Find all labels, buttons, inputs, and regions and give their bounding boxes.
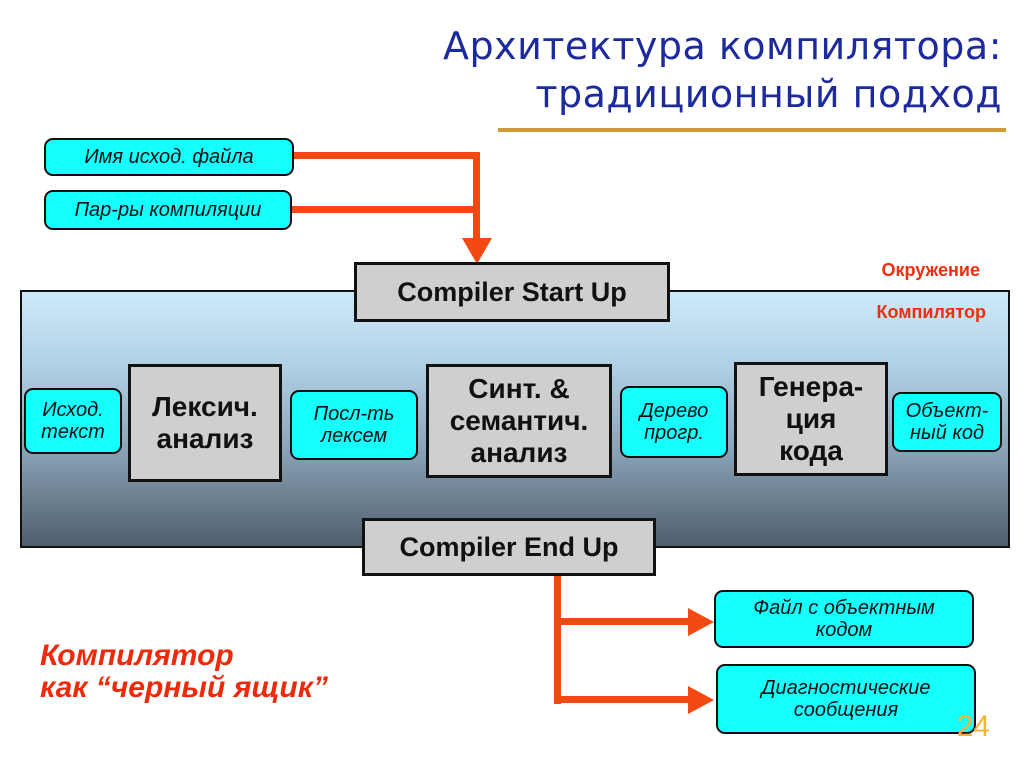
title-underline [498,128,1006,132]
compiler-end-up-text: Compiler End Up [399,531,619,562]
page-number: 24 [956,710,990,743]
codegen-line-2: ция [785,403,837,434]
tokens-line-1: Посл-ть [313,403,395,425]
syntax-line-1: Синт. & [468,373,570,404]
diagnostics-output-pill: Диагностические сообщения [716,664,976,734]
object-code-line-1: Объект- [905,400,989,422]
source-text-pill: Исход. текст [24,388,122,454]
environment-label: Окружение [881,260,980,280]
arrow-down-to-startup [473,152,480,244]
codegen-line-1: Генера- [758,371,864,402]
program-tree-pill: Дерево прогр. [620,386,728,458]
source-text-line-1: Исход. [42,399,104,421]
object-code-line-2: ный код [909,422,985,444]
slide-title: Архитектура компилятора: традиционный по… [302,22,1002,118]
diagnostics-line-1: Диагностические [761,677,931,699]
compiler-label: Компилятор [876,302,986,322]
codegen-line-3: кода [779,435,843,466]
lexical-analysis-box: Лексич. анализ [128,364,282,482]
lexical-line-1: Лексич. [152,391,258,422]
arrow-to-object-file [554,618,694,625]
title-line-2: традиционный подход [535,72,1002,116]
source-file-name-text: Имя исход. файла [84,146,254,168]
arrow-compile-params [292,206,480,213]
arrow-source-file [292,152,480,159]
title-line-1: Архитектура компилятора: [442,24,1002,68]
token-sequence-pill: Посл-ть лексем [290,390,418,460]
arrow-head-down [462,238,492,264]
source-file-name-pill: Имя исход. файла [44,138,294,176]
object-file-line-2: кодом [815,619,873,641]
arrow-head-right-diagnostics [688,686,714,714]
syntax-line-2: семантич. [449,405,589,436]
object-file-output-pill: Файл с объектным кодом [714,590,974,648]
compile-params-pill: Пар-ры компиляции [44,190,292,230]
tree-line-1: Дерево [639,400,709,422]
caption-line-1: Компилятор [40,639,234,672]
compile-params-text: Пар-ры компиляции [74,199,262,221]
source-text-line-2: текст [41,421,105,443]
arrow-head-right-object-file [688,608,714,636]
tree-line-2: прогр. [644,422,704,444]
compiler-start-up-text: Compiler Start Up [397,276,627,307]
arrow-from-endup [554,576,561,704]
caption-line-2: как “черный ящик” [40,671,328,704]
diagnostics-line-2: сообщения [793,699,899,721]
lexical-line-2: анализ [156,423,254,454]
syntax-line-3: анализ [470,437,568,468]
object-file-line-1: Файл с объектным [753,597,935,619]
compiler-end-up-box: Compiler End Up [362,518,656,576]
object-code-pill: Объект- ный код [892,392,1002,452]
tokens-line-2: лексем [320,425,388,447]
arrow-to-diagnostics [554,696,694,703]
compiler-start-up-box: Compiler Start Up [354,262,670,322]
code-generation-box: Генера- ция кода [734,362,888,476]
black-box-caption: Компилятор как “черный ящик” [40,640,420,704]
syntax-semantic-analysis-box: Синт. & семантич. анализ [426,364,612,478]
